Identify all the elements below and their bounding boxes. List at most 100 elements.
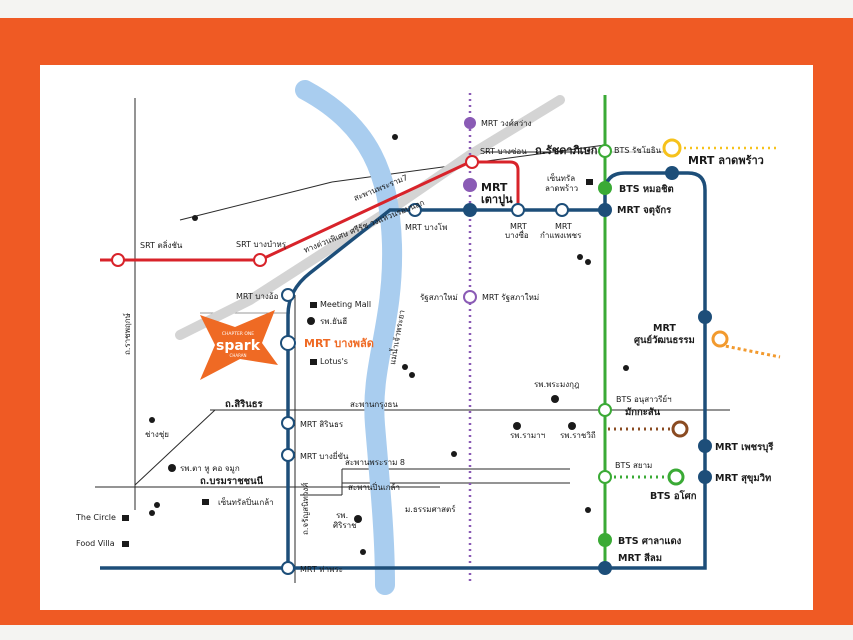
orange-line-marker bbox=[711, 330, 729, 348]
label-bts-sala-daeng: BTS ศาลาแดง bbox=[618, 536, 682, 547]
label-central-lat-phrao-1: เซ็นทรัล bbox=[547, 173, 575, 183]
label-bts-mo-chit: BTS หมอชิต bbox=[619, 184, 674, 195]
bts-ratchayothin-marker bbox=[598, 144, 612, 158]
mrt-bang-o-marker bbox=[281, 288, 295, 302]
srt-bang-bamru-marker bbox=[253, 253, 267, 267]
label-mrt-bang-phlat: MRT บางพลัด bbox=[304, 337, 374, 350]
label-rd-borommaratchachonnani: ถ.บรมราชชนนี bbox=[200, 475, 264, 487]
label-bts-asok: BTS อโศก bbox=[650, 490, 697, 502]
shopping-cart-icon bbox=[202, 499, 209, 505]
shopping-cart-icon bbox=[122, 541, 129, 547]
srt-red-line bbox=[100, 160, 520, 262]
road-diagonal-chang-chui bbox=[134, 409, 216, 486]
label-the-circle: The Circle bbox=[75, 513, 116, 522]
label-central-lat-phrao-2: ลาดพร้าว bbox=[545, 184, 578, 193]
label-hosp-yanhee: รพ.ยันฮี bbox=[320, 317, 347, 326]
label-mrt-queen-sirikit-2: ศูนย์วัฒนธรรม bbox=[634, 334, 695, 347]
label-srt-bang-son: SRT บางซ่อน bbox=[480, 147, 527, 156]
label-chang-chui: ช่างชุ่ย bbox=[145, 430, 169, 439]
pin-icon bbox=[392, 134, 398, 140]
srt-bang-son-marker bbox=[465, 155, 479, 169]
mrt-bang-phlat-marker bbox=[280, 335, 296, 351]
pin-icon bbox=[402, 364, 408, 370]
orange-frame: CHAPTER ONE spark CHARAN MRT วงศ์สว่าง S… bbox=[0, 18, 853, 625]
mrt-bang-yi-khan-marker bbox=[281, 448, 295, 462]
mrt-queen-sirikit-marker bbox=[698, 310, 712, 324]
bts-asok-marker bbox=[667, 468, 685, 486]
mrt-tha-phra-marker bbox=[281, 561, 295, 575]
label-srt-taling-chan: SRT ตลิ่งชัน bbox=[140, 239, 183, 250]
label-ratsapha-mai: รัฐสภาใหม่ bbox=[420, 293, 458, 302]
label-central-pinklao: เซ็นทรัลปิ่นเกล้า bbox=[218, 496, 274, 507]
poi-markers bbox=[122, 134, 629, 555]
label-mrt-bang-o: MRT บางอ้อ bbox=[236, 292, 279, 301]
pin-icon bbox=[585, 259, 591, 265]
bts-siam-marker bbox=[598, 470, 612, 484]
label-thammasat: ม.ธรรมศาสตร์ bbox=[405, 504, 456, 514]
label-rd-charan: ถ.จรัญสนิทวงศ์ bbox=[300, 483, 310, 535]
label-mrt-bang-sue-1: MRT bbox=[510, 222, 527, 231]
yellow-lat-phrao-marker bbox=[662, 138, 682, 158]
label-mrt-tha-phra: MRT ท่าพระ bbox=[300, 565, 343, 574]
station-markers bbox=[111, 117, 729, 575]
label-mrt-wong-sawang: MRT วงศ์สว่าง bbox=[481, 118, 532, 128]
bts-mo-chit-marker bbox=[598, 181, 612, 195]
label-mrt-phetchaburi: MRT เพชรบุรี bbox=[715, 441, 774, 453]
label-srt-bang-bamru: SRT บางบำหรุ bbox=[236, 240, 287, 249]
label-mrt-tao-poon-2: เตาปูน bbox=[481, 193, 513, 207]
label-mrt-queen-sirikit-1: MRT bbox=[653, 323, 676, 334]
label-hosp-phramongkut: รพ.พระมงกุฎ bbox=[534, 380, 579, 389]
label-mrt-tao-poon-1: MRT bbox=[481, 181, 508, 194]
label-rd-sirindhorn: ถ.สิรินธร bbox=[225, 399, 264, 410]
label-bridge-rama8: สะพานพระราม 8 bbox=[345, 458, 405, 467]
road-rama7-left bbox=[179, 181, 333, 221]
mrt-blue-line bbox=[100, 171, 707, 570]
shopping-cart-icon bbox=[122, 515, 129, 521]
pin-icon bbox=[149, 417, 155, 423]
bts-victory-marker bbox=[598, 403, 612, 417]
label-mrt-silom: MRT สีลม bbox=[618, 552, 662, 564]
pin-icon bbox=[409, 372, 415, 378]
label-mrt-ratsapha-mai: MRT รัฐสภาใหม่ bbox=[482, 293, 539, 302]
hospital-icon bbox=[551, 395, 559, 403]
pin-icon bbox=[192, 215, 198, 221]
label-lotus: Lotus's bbox=[320, 357, 348, 366]
hospital-icon bbox=[568, 422, 576, 430]
label-hosp-siriraj-2: ศิริราช bbox=[333, 521, 357, 530]
shopping-cart-icon bbox=[586, 179, 593, 185]
label-makkasan: มักกะสัน bbox=[625, 407, 661, 418]
label-meeting-mall: Meeting Mall bbox=[320, 300, 371, 309]
mrt-wong-sawang-marker bbox=[464, 117, 476, 129]
pin-icon bbox=[623, 365, 629, 371]
pin-icon bbox=[451, 451, 457, 457]
label-hosp-ear-nose: รพ.ตา หู คอ จมูก bbox=[180, 464, 240, 474]
pin-icon bbox=[360, 549, 366, 555]
makkasan-marker bbox=[671, 420, 689, 438]
mrt-sirindhorn-marker bbox=[281, 416, 295, 430]
transit-map: CHAPTER ONE spark CHARAN MRT วงศ์สว่าง S… bbox=[75, 80, 781, 595]
label-mrt-sirindhorn: MRT สิรินธร bbox=[300, 420, 344, 429]
mrt-bang-sue-marker bbox=[511, 203, 525, 217]
label-mrt-kamphaeng-phet-2: กำแพงเพชร bbox=[540, 231, 582, 240]
label-bridge-pinklao: สะพานปิ่นเกล้า bbox=[348, 481, 400, 492]
spark-logo: CHAPTER ONE spark CHARAN bbox=[200, 310, 278, 380]
hospital-icon bbox=[168, 464, 176, 472]
pin-icon bbox=[154, 502, 160, 508]
label-mrt-bang-yi-khan: MRT บางยี่ขัน bbox=[300, 450, 349, 461]
label-rd-ratchaphruek: ถ.ราชพฤกษ์ bbox=[122, 313, 132, 355]
label-mrt-bang-sue-2: บางซื่อ bbox=[505, 229, 529, 240]
brand-top: CHAPTER ONE bbox=[222, 331, 254, 337]
pin-icon bbox=[585, 507, 591, 513]
label-hosp-ramathibodi: รพ.รามาฯ bbox=[510, 431, 545, 440]
mrt-sukhumvit-marker bbox=[698, 470, 712, 484]
mrt-ratsapha-mai-marker bbox=[463, 290, 477, 304]
label-mrt-bang-pho: MRT บางโพ bbox=[405, 222, 447, 232]
mrt-phetchaburi-marker bbox=[698, 439, 712, 453]
label-rd-ratchadaphisek: ถ.รัชดาภิเษก bbox=[535, 144, 598, 157]
label-bridge-krungthon: สะพานกรุงธน bbox=[350, 400, 398, 409]
label-bts-victory: BTS อนุสาวรีย์ฯ bbox=[616, 394, 672, 404]
label-mrt-kamphaeng-phet-1: MRT bbox=[555, 222, 572, 231]
shopping-cart-icon bbox=[310, 359, 317, 365]
mrt-chatuchak-marker bbox=[598, 203, 612, 217]
chao-phraya-river bbox=[295, 80, 403, 595]
